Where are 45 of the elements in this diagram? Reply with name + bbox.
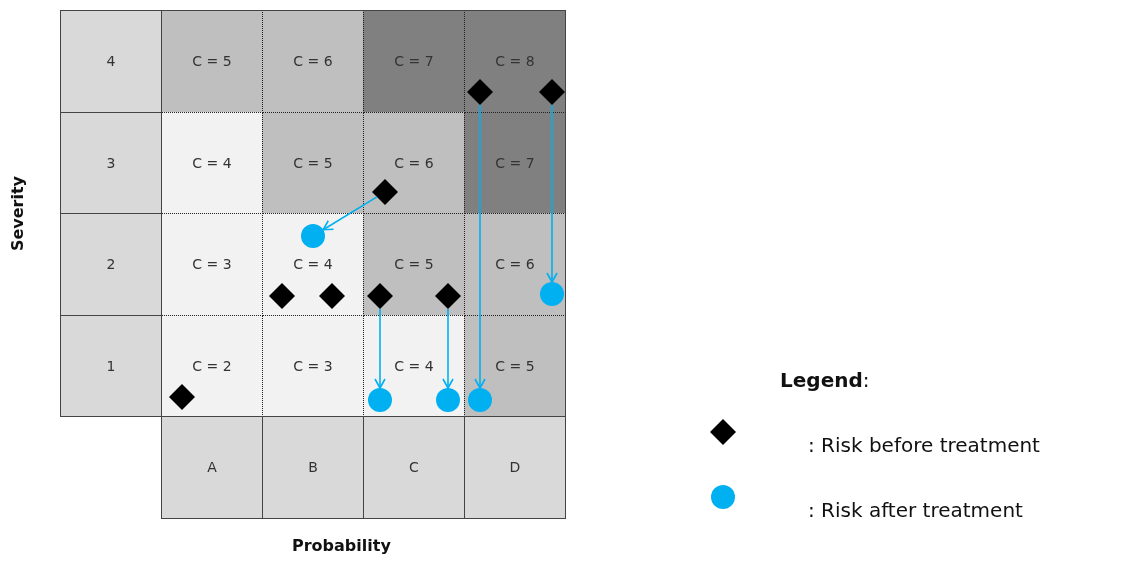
arrow	[374, 308, 386, 389]
legend-text: : Risk before treatment	[808, 433, 1040, 457]
matrix-cell: C = 6	[464, 213, 566, 316]
axis-header: 1	[60, 314, 162, 417]
circle-marker	[436, 388, 460, 412]
matrix-cell: C = 8	[464, 10, 566, 113]
matrix-cell: C = 6	[262, 10, 364, 113]
axis-title: Severity	[8, 175, 28, 252]
matrix-cell: C = 5	[262, 111, 364, 214]
matrix-cell: C = 3	[161, 213, 263, 316]
matrix-cell: C = 5	[464, 314, 566, 417]
matrix-cell: C = 3	[262, 314, 364, 417]
circle-marker	[368, 388, 392, 412]
diamond-marker	[372, 179, 398, 205]
matrix-cell: C = 6	[363, 111, 465, 214]
matrix-cell: C = 4	[161, 111, 263, 214]
matrix-cell: C = 2	[161, 314, 263, 417]
axis-header: C	[363, 416, 465, 519]
legend-title: Legend:	[780, 368, 870, 392]
arrow	[442, 308, 454, 389]
diamond-marker	[539, 79, 565, 105]
axis-header: 4	[60, 10, 162, 113]
circle-marker	[468, 388, 492, 412]
axis-title: Probability	[292, 536, 391, 555]
matrix-cell: C = 7	[464, 111, 566, 214]
axis-header: A	[161, 416, 263, 519]
diamond-marker	[467, 79, 493, 105]
matrix-cell: C = 5	[363, 213, 465, 316]
axis-header: D	[464, 416, 566, 519]
axis-header: 3	[60, 111, 162, 214]
matrix-cell: C = 7	[363, 10, 465, 113]
axis-header: B	[262, 416, 364, 519]
axis-header: 2	[60, 213, 162, 316]
matrix-cell: C = 5	[161, 10, 263, 113]
circle-marker	[301, 224, 325, 248]
arrow	[546, 104, 558, 283]
arrow	[322, 196, 378, 231]
circle-marker	[540, 282, 564, 306]
diamond-marker	[435, 283, 461, 309]
diamond-marker	[169, 384, 195, 410]
legend-text: : Risk after treatment	[808, 498, 1023, 522]
diamond-marker	[319, 283, 345, 309]
diamond-marker	[367, 283, 393, 309]
arrow	[474, 104, 486, 389]
diamond-marker	[269, 283, 295, 309]
